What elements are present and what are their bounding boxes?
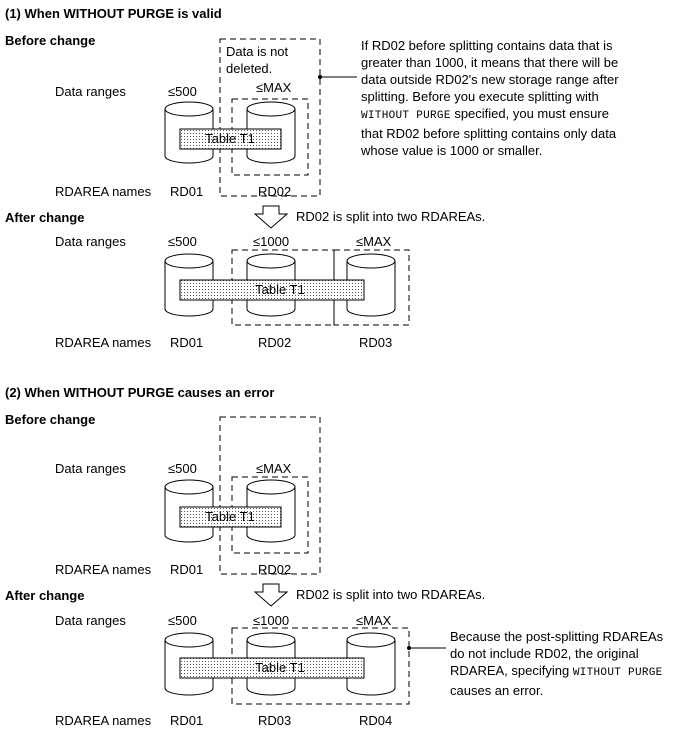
rdarea-name: RD03 — [258, 713, 291, 728]
callout-text: If RD02 before splitting contains data t… — [361, 38, 619, 104]
rdarea-name: RD01 — [170, 184, 203, 199]
section2-before-heading: Before change — [5, 412, 95, 427]
rdarea-name: RD01 — [170, 562, 203, 577]
callout-code: WITHOUT PURGE — [361, 110, 451, 122]
range-label: ≤1000 — [253, 234, 289, 249]
rdarea-name: RD02 — [258, 184, 291, 199]
callout-text: Because the post-splitting RDAREAs do no… — [450, 629, 664, 678]
callout-dot — [407, 646, 411, 650]
range-label: ≤500 — [168, 84, 197, 99]
rdarea-name: RD01 — [170, 713, 203, 728]
not-deleted-text-1: Data is not — [226, 44, 289, 59]
table-t1-label: Table T1 — [255, 282, 305, 297]
down-arrow-icon — [253, 583, 289, 607]
range-label: ≤500 — [168, 461, 197, 476]
cylinder-rd03 — [346, 253, 396, 317]
down-arrow-icon — [253, 205, 289, 229]
range-label: ≤MAX — [356, 613, 392, 628]
callout-text: specified, you must ensure that RD02 bef… — [361, 106, 617, 158]
table-t1-label: Table T1 — [255, 660, 305, 675]
callout-dot — [318, 75, 322, 79]
split-note: RD02 is split into two RDAREAs. — [296, 587, 485, 602]
section1-after-heading: After change — [5, 210, 84, 225]
callout-code: WITHOUT PURGE — [572, 667, 663, 679]
rdarea-name: RD03 — [359, 335, 392, 350]
data-ranges-label: Data ranges — [55, 613, 126, 628]
rd02-outer-dashed-box — [219, 38, 321, 197]
section1-before-heading: Before change — [5, 33, 95, 48]
table-t1-bar — [179, 506, 282, 528]
range-label: ≤MAX — [256, 80, 292, 95]
rdarea-name: RD02 — [258, 562, 291, 577]
rdarea-names-label: RDAREA names — [55, 335, 152, 350]
callout-note-1: If RD02 before splitting contains data t… — [361, 37, 633, 159]
range-label: ≤MAX — [356, 234, 392, 249]
range-label: ≤MAX — [256, 461, 292, 476]
section2-title: (2) When WITHOUT PURGE causes an error — [5, 385, 274, 400]
section2-after-heading: After change — [5, 588, 84, 603]
table-t1-label: Table T1 — [205, 509, 255, 524]
callout-note-2: Because the post-splitting RDAREAs do no… — [450, 628, 672, 699]
section1-title: (1) When WITHOUT PURGE is valid — [5, 6, 222, 21]
rdarea-names-label: RDAREA names — [55, 184, 152, 199]
rdarea-name: RD01 — [170, 335, 203, 350]
rd02-outer-dashed-box — [219, 416, 321, 575]
range-label: ≤500 — [168, 613, 197, 628]
rdarea-name: RD02 — [258, 335, 291, 350]
table-t1-label: Table T1 — [205, 131, 255, 146]
rdarea-names-label: RDAREA names — [55, 562, 152, 577]
data-ranges-label: Data ranges — [55, 84, 126, 99]
rd02-dashed-box — [231, 249, 335, 326]
range-label: ≤500 — [168, 234, 197, 249]
rdarea-names-label: RDAREA names — [55, 713, 152, 728]
not-deleted-text-2: deleted. — [226, 61, 272, 76]
callout-text: causes an error. — [450, 683, 544, 698]
cylinder-rd04 — [346, 632, 396, 696]
table-t1-bar — [179, 128, 282, 150]
table-t1-bar — [179, 657, 365, 679]
table-t1-bar — [179, 279, 365, 301]
data-ranges-label: Data ranges — [55, 461, 126, 476]
rd03-rd04-dashed-box — [231, 627, 410, 705]
data-ranges-label: Data ranges — [55, 234, 126, 249]
split-note: RD02 is split into two RDAREAs. — [296, 209, 485, 224]
range-label: ≤1000 — [253, 613, 289, 628]
rdarea-name: RD04 — [359, 713, 392, 728]
